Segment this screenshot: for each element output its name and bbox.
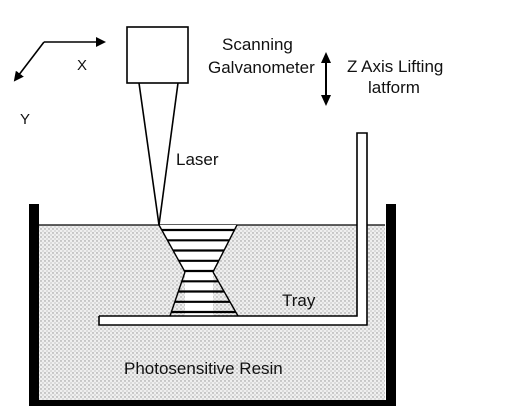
x-axis-label: X bbox=[77, 57, 87, 74]
laser-beam-left bbox=[138, 82, 160, 226]
y-axis-label: Y bbox=[20, 111, 30, 128]
z-arrow-head-down bbox=[321, 95, 331, 106]
galvanometer-label-line2: Galvanometer bbox=[208, 58, 315, 77]
part-edge-upper-right bbox=[212, 224, 238, 273]
tray-build-platform bbox=[98, 132, 368, 326]
part-edge-lower-left bbox=[169, 271, 186, 317]
vat-bottom bbox=[29, 400, 396, 406]
printed-part bbox=[158, 224, 239, 317]
laser-label: Laser bbox=[176, 150, 219, 169]
part-layers bbox=[161, 228, 236, 314]
z-arrow-head-up bbox=[321, 52, 331, 63]
vat-right-wall bbox=[386, 204, 396, 404]
part-edge-upper-left bbox=[158, 224, 186, 273]
scanning-galvanometer-box bbox=[126, 26, 189, 84]
vat-left-wall bbox=[29, 204, 39, 404]
part-edge-lower-right bbox=[212, 271, 239, 317]
z-axis-label-line2: latform bbox=[368, 78, 420, 97]
y-axis-arrow bbox=[13, 41, 45, 82]
tray-label: Tray bbox=[282, 291, 316, 310]
z-axis-label-line1: Z Axis Lifting bbox=[347, 57, 443, 76]
galvanometer-label-line1: Scanning bbox=[222, 35, 293, 54]
z-axis-motion-arrow bbox=[321, 52, 331, 106]
xy-axis-indicator: X Y bbox=[13, 37, 106, 128]
laser-beam-right bbox=[158, 82, 179, 226]
resin-label: Photosensitive Resin bbox=[124, 359, 283, 378]
